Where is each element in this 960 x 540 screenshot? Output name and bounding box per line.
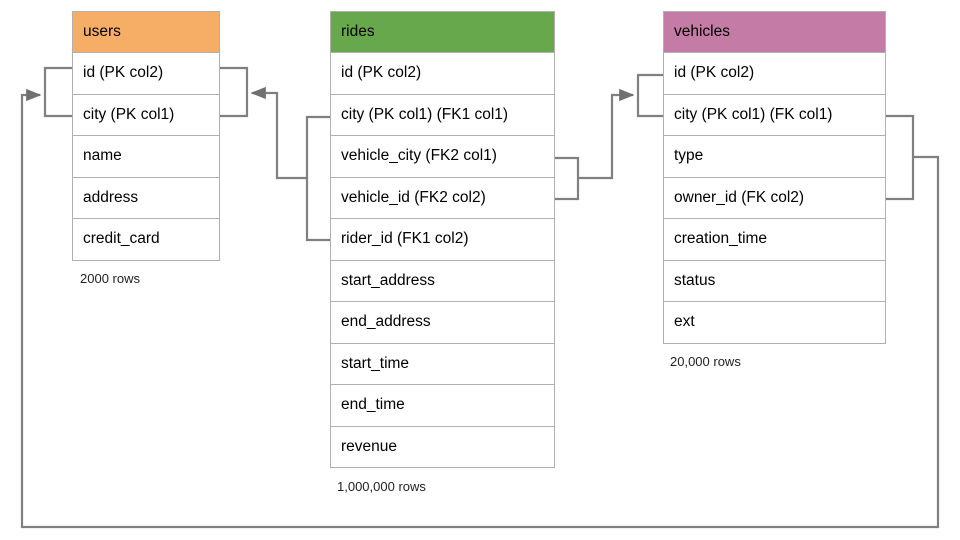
- field-label: name: [83, 147, 122, 165]
- entity-rides-field-end-address[interactable]: end_address: [330, 302, 555, 344]
- entity-vehicles-field-type[interactable]: type: [663, 136, 886, 178]
- connector-rides-rider-to-users-bracket-rides: [305, 115, 330, 242]
- connector-rides-rider-to-users-path: [250, 86, 307, 180]
- field-label: city (PK col1) (FK col1): [674, 105, 833, 123]
- entity-rides-title: rides: [341, 23, 375, 40]
- entity-rides-field-vehicle-id[interactable]: vehicle_id (FK2 col2): [330, 177, 555, 219]
- entity-rides-field-rider-id[interactable]: rider_id (FK1 col2): [330, 219, 555, 261]
- entity-vehicles-field-id[interactable]: id (PK col2): [663, 53, 886, 95]
- entity-users-field-id[interactable]: id (PK col2): [72, 53, 220, 95]
- field-label: credit_card: [83, 230, 160, 248]
- entity-users-field-address[interactable]: address: [72, 177, 220, 219]
- entity-rides-field-start-time[interactable]: start_time: [330, 343, 555, 385]
- entity-users-header: users: [72, 11, 220, 53]
- entity-rides-field-start-address[interactable]: start_address: [330, 260, 555, 302]
- entity-vehicles-title: vehicles: [674, 23, 730, 40]
- connector-rides-vehicle-to-vehicles-bracket-rides: [555, 156, 580, 201]
- field-label: type: [674, 147, 704, 165]
- entity-vehicles-row-count: 20,000 rows: [670, 354, 741, 369]
- entity-vehicles-header: vehicles: [663, 11, 886, 53]
- field-label: city (PK col1) (FK1 col1): [341, 105, 509, 123]
- entity-vehicles[interactable]: vehicles id (PK col2) city (PK col1) (FK…: [663, 11, 886, 344]
- field-label: start_time: [341, 354, 410, 372]
- entity-vehicles-field-city[interactable]: city (PK col1) (FK col1): [663, 94, 886, 136]
- field-label: creation_time: [674, 230, 768, 248]
- field-label: owner_id (FK col2): [674, 188, 805, 206]
- field-label: status: [674, 271, 716, 289]
- field-label: id (PK col2): [83, 64, 164, 82]
- entity-rides-field-city[interactable]: city (PK col1) (FK1 col1): [330, 94, 555, 136]
- field-label: vehicle_city (FK2 col1): [341, 147, 497, 165]
- field-label: vehicle_id (FK2 col2): [341, 188, 486, 206]
- entity-users[interactable]: users id (PK col2) city (PK col1) name a…: [72, 11, 220, 261]
- field-label: ext: [674, 313, 695, 331]
- entity-vehicles-field-ext[interactable]: ext: [663, 302, 886, 344]
- entity-vehicles-field-owner-id[interactable]: owner_id (FK col2): [663, 177, 886, 219]
- entity-users-title: users: [83, 23, 121, 40]
- entity-rides-row-count: 1,000,000 rows: [337, 479, 426, 494]
- field-label: rider_id (FK1 col2): [341, 230, 469, 248]
- entity-rides-field-vehicle-city[interactable]: vehicle_city (FK2 col1): [330, 136, 555, 178]
- connector-rides-rider-to-users-bracket-users: [220, 66, 249, 118]
- connector-rides-vehicle-to-vehicles-bracket-vehicles: [636, 73, 663, 118]
- entity-rides[interactable]: rides id (PK col2) city (PK col1) (FK1 c…: [330, 11, 555, 468]
- field-label: end_time: [341, 396, 405, 414]
- field-label: id (PK col2): [341, 64, 422, 82]
- entity-vehicles-field-status[interactable]: status: [663, 260, 886, 302]
- field-label: address: [83, 188, 139, 206]
- entity-users-row-count: 2000 rows: [80, 271, 140, 286]
- entity-users-field-city[interactable]: city (PK col1): [72, 94, 220, 136]
- field-label: start_address: [341, 271, 435, 289]
- entity-vehicles-field-creation-time[interactable]: creation_time: [663, 219, 886, 261]
- field-label: revenue: [341, 437, 398, 455]
- field-label: id (PK col2): [674, 64, 755, 82]
- connector-vehicles-owner-to-users-bracket-users: [43, 66, 72, 118]
- field-label: city (PK col1): [83, 105, 175, 123]
- entity-rides-field-id[interactable]: id (PK col2): [330, 53, 555, 95]
- entity-users-field-name[interactable]: name: [72, 136, 220, 178]
- connector-vehicles-owner-to-users-bracket-vehicles: [886, 114, 915, 201]
- entity-users-field-credit-card[interactable]: credit_card: [72, 219, 220, 261]
- field-label: end_address: [341, 313, 431, 331]
- entity-rides-field-revenue[interactable]: revenue: [330, 426, 555, 468]
- connector-rides-vehicle-to-vehicles-path: [578, 88, 635, 180]
- entity-rides-header: rides: [330, 11, 555, 53]
- entity-rides-field-end-time[interactable]: end_time: [330, 385, 555, 427]
